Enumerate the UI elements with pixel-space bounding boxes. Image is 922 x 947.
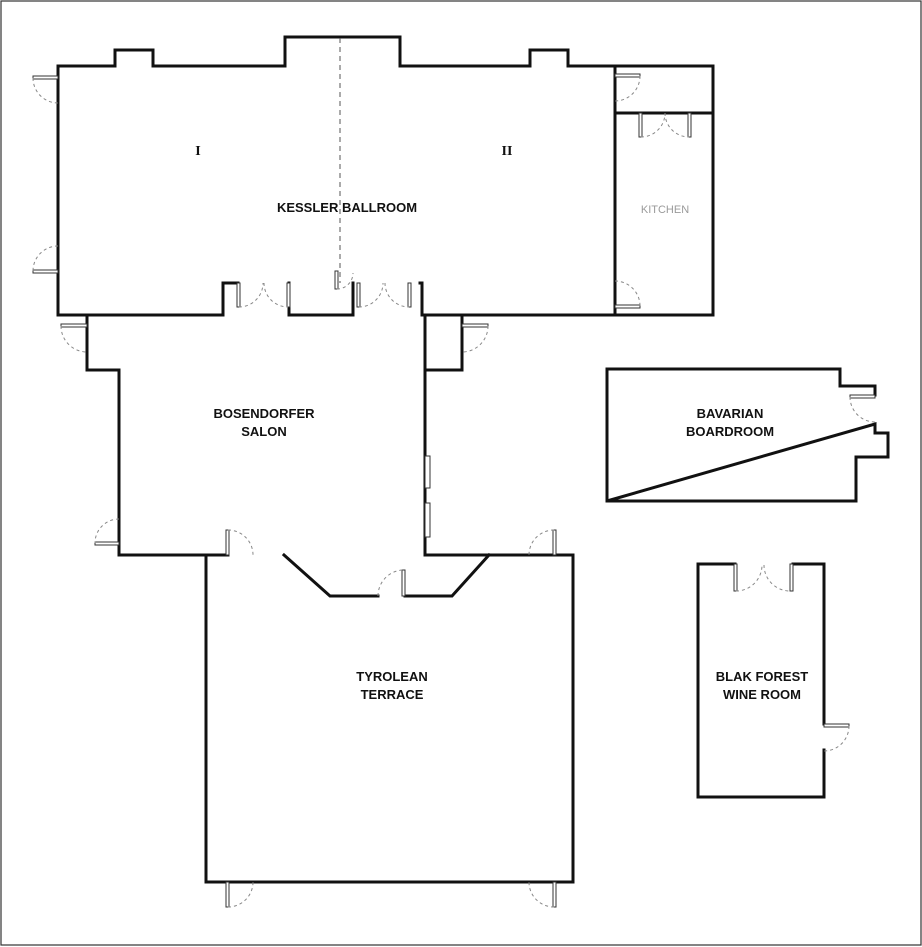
kessler-doors	[32, 73, 692, 309]
door-leaf	[401, 569, 406, 597]
tyrolean-doors	[225, 529, 557, 908]
door-swing	[528, 529, 555, 556]
bosendorfer-salon-walls	[85, 313, 491, 557]
kitchen-label: KITCHEN	[641, 204, 689, 216]
door-swing	[227, 881, 254, 908]
bosendorfer-doors	[60, 323, 489, 546]
bosendorfer-salon[interactable]: BOSENDORFER SALON	[85, 313, 491, 557]
door-swing	[32, 245, 59, 272]
door-swing	[528, 881, 555, 908]
door-swing	[823, 725, 850, 752]
door-swing	[358, 282, 384, 308]
door-swing	[336, 272, 354, 290]
door-swing	[614, 75, 641, 102]
door-swing	[263, 282, 289, 308]
door-leaf	[32, 269, 59, 274]
door-swing	[377, 569, 405, 597]
door-leaf	[733, 563, 738, 592]
door-leaf	[60, 323, 88, 328]
bavarian-boardroom-label-line2: BOARDROOM	[686, 424, 774, 439]
door-leaf	[552, 529, 557, 556]
blak-forest-wine-room[interactable]: BLAK FOREST WINE ROOM	[696, 562, 850, 799]
bavarian-boardroom[interactable]: BAVARIAN BOARDROOM	[605, 367, 890, 503]
door-leaf	[849, 394, 876, 399]
bavarian-boardroom-walls	[605, 367, 890, 503]
door-swing	[763, 564, 791, 592]
door-swing	[461, 325, 489, 353]
door-leaf	[225, 881, 230, 908]
door-leaf	[614, 304, 641, 309]
section-i-label: I	[195, 144, 200, 159]
blak-forest-wine-room-walls	[696, 562, 826, 799]
door-swing	[640, 112, 666, 138]
door-leaf	[356, 282, 361, 308]
door-leaf	[94, 541, 120, 546]
door-swing	[849, 396, 876, 423]
tyrolean-terrace-label-line2: TERRACE	[361, 687, 424, 702]
door-leaf	[687, 112, 692, 138]
door-leaf	[225, 529, 230, 556]
door-leaf	[461, 323, 489, 328]
window-panel	[424, 455, 431, 489]
door-leaf	[407, 282, 412, 308]
kessler-ballroom-label: KESSLER BALLROOM	[277, 200, 417, 215]
door-leaf	[789, 563, 794, 592]
door-leaf	[286, 282, 291, 308]
door-swing	[238, 282, 264, 308]
tyrolean-terrace-bay-wall	[281, 552, 492, 598]
tyrolean-terrace-label-line1: TYROLEAN	[356, 669, 428, 684]
door-swing	[94, 518, 120, 544]
door-swing	[614, 280, 641, 307]
door-swing	[735, 564, 763, 592]
door-leaf	[334, 270, 339, 290]
blak-forest-wine-room-label-line1: BLAK FOREST	[716, 669, 809, 684]
door-leaf	[236, 282, 241, 308]
section-ii-label: II	[502, 144, 513, 159]
door-swing	[32, 77, 59, 104]
tyrolean-terrace-walls	[204, 553, 575, 884]
door-swing	[60, 325, 88, 353]
blak-forest-wine-room-label-line2: WINE ROOM	[723, 687, 801, 702]
tyrolean-terrace[interactable]: TYROLEAN TERRACE	[204, 552, 575, 884]
door-leaf	[614, 73, 641, 78]
bosendorfer-salon-label-line1: BOSENDORFER	[213, 406, 315, 421]
door-swing	[664, 112, 690, 138]
door-leaf	[552, 881, 557, 908]
door-leaf	[823, 723, 850, 728]
door-leaf	[32, 75, 59, 80]
window-panel	[424, 502, 431, 538]
bavarian-boardroom-label-line1: BAVARIAN	[697, 406, 764, 421]
door-swing	[384, 282, 410, 308]
door-swing	[227, 529, 254, 556]
kitchen-partition-wall	[613, 64, 715, 317]
bosendorfer-salon-label-line2: SALON	[241, 424, 287, 439]
door-leaf	[638, 112, 643, 138]
bosendorfer-salon-east-wall	[423, 313, 464, 372]
